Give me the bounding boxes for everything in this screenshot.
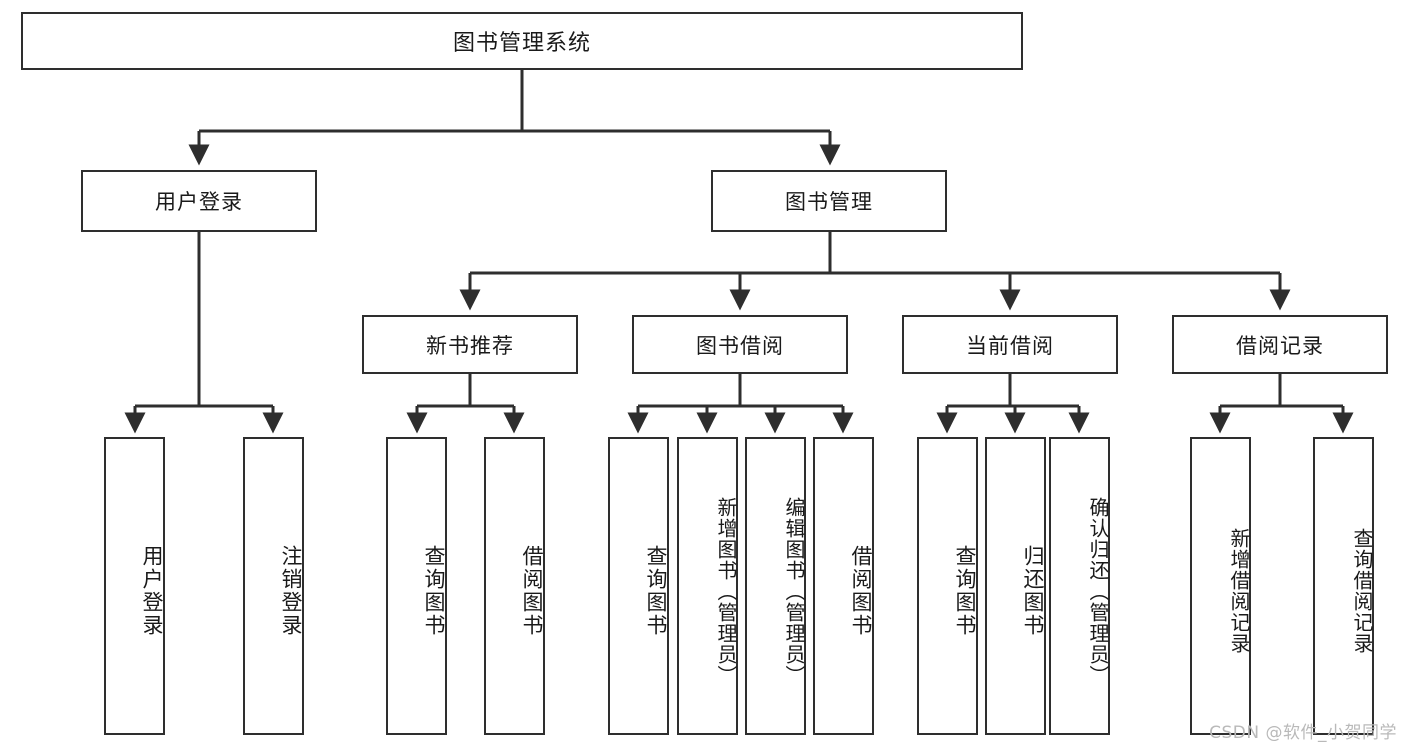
node-leaf-add-book-admin[interactable]: 新增图书（管理员）	[677, 437, 738, 735]
node-leaf-return-book[interactable]: 归还图书	[985, 437, 1046, 735]
node-current-borrowing[interactable]: 当前借阅	[902, 315, 1118, 374]
node-book-borrowing[interactable]: 图书借阅	[632, 315, 848, 374]
node-leaf-user-login[interactable]: 用户登录	[104, 437, 165, 735]
node-label: 当前借阅	[966, 333, 1054, 358]
node-label: 新增图书（管理员）	[714, 496, 738, 686]
node-label: 确认归还（管理员）	[1086, 496, 1110, 686]
node-label: 借阅图书	[520, 545, 544, 637]
node-label: 图书管理	[785, 190, 873, 214]
node-label: 查询借阅记录	[1350, 528, 1374, 654]
node-leaf-borrow-book-recommendation[interactable]: 借阅图书	[484, 437, 545, 735]
node-label: 借阅记录	[1236, 333, 1324, 358]
node-leaf-borrow-book-borrowing[interactable]: 借阅图书	[813, 437, 874, 735]
node-book-management[interactable]: 图书管理	[711, 170, 947, 232]
csdn-watermark: CSDN @软件_小贺同学	[1209, 723, 1397, 743]
node-label: 查询图书	[644, 545, 668, 637]
node-root-book-management-system[interactable]: 图书管理系统	[21, 12, 1023, 70]
node-label: 查询图书	[953, 545, 977, 637]
node-label: 借阅图书	[849, 545, 873, 637]
node-label: 注销登录	[279, 545, 303, 637]
node-label: 用户登录	[155, 190, 243, 214]
node-label: 新书推荐	[426, 333, 514, 358]
node-label: 编辑图书（管理员）	[782, 496, 806, 686]
node-leaf-add-borrowing-record[interactable]: 新增借阅记录	[1190, 437, 1251, 735]
node-borrowing-record[interactable]: 借阅记录	[1172, 315, 1388, 374]
node-leaf-query-borrowing-record[interactable]: 查询借阅记录	[1313, 437, 1374, 735]
node-leaf-query-book-current[interactable]: 查询图书	[917, 437, 978, 735]
node-label: 用户登录	[140, 545, 164, 637]
node-new-book-recommendation[interactable]: 新书推荐	[362, 315, 578, 374]
node-leaf-edit-book-admin[interactable]: 编辑图书（管理员）	[745, 437, 806, 735]
node-label: 图书管理系统	[452, 31, 591, 56]
node-leaf-confirm-return-admin[interactable]: 确认归还（管理员）	[1049, 437, 1110, 735]
node-label: 查询图书	[422, 545, 446, 637]
node-leaf-user-logout[interactable]: 注销登录	[243, 437, 304, 735]
node-leaf-query-book-recommendation[interactable]: 查询图书	[386, 437, 447, 735]
node-user-login[interactable]: 用户登录	[81, 170, 317, 232]
node-label: 新增借阅记录	[1227, 528, 1251, 654]
node-leaf-query-book-borrowing[interactable]: 查询图书	[608, 437, 669, 735]
node-label: 归还图书	[1021, 545, 1045, 637]
node-label: 图书借阅	[696, 333, 784, 358]
